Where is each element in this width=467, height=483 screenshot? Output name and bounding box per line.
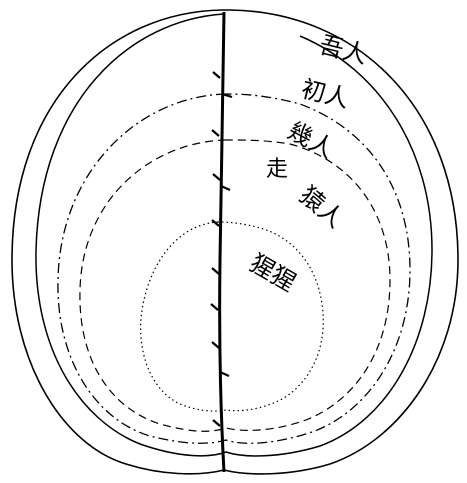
label-yuanren: 猿人: [294, 181, 349, 233]
midline-ticks: [210, 71, 233, 427]
label-xingxing: 猩猩: [245, 249, 301, 297]
label-churen: 初人: [299, 75, 352, 114]
midline-suture: [218, 11, 226, 473]
label-zou: 走: [266, 157, 288, 182]
label-group: 吾人 初人 幾人 走 猿人 猩猩: [245, 31, 370, 298]
label-jiren: 幾人: [283, 117, 339, 164]
outer-contour-modern-human: [11, 9, 459, 475]
label-wuren: 吾人: [317, 31, 370, 70]
dashed-contour-ape-man: [79, 139, 391, 432]
dashdot-contour: [57, 93, 411, 444]
inner-contour-early-human: [35, 13, 433, 457]
dotted-contour-orangutan: [140, 221, 324, 412]
